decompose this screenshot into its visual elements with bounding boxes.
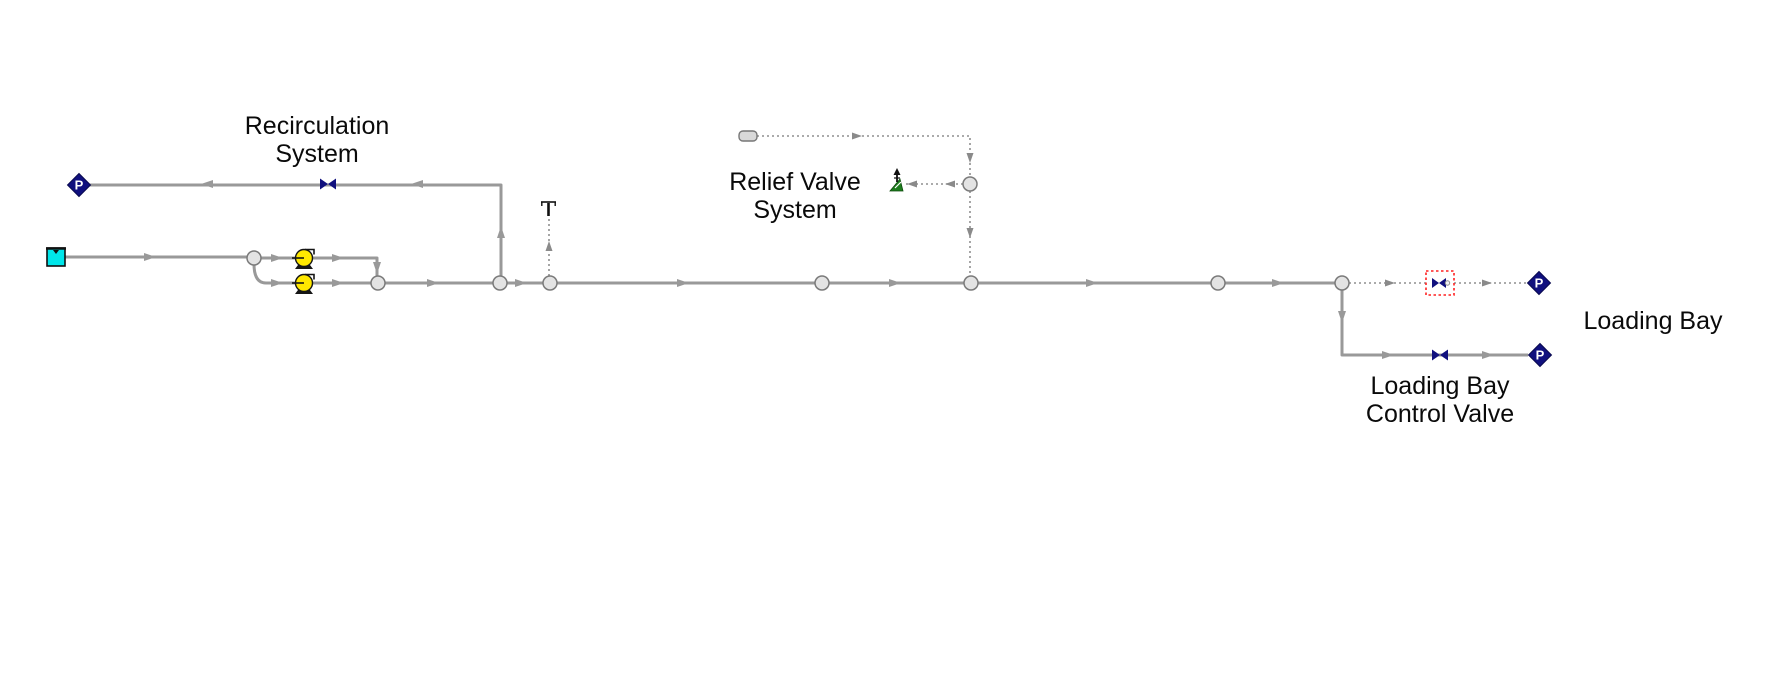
flow-arrow-icon xyxy=(677,279,689,287)
branch-junction[interactable] xyxy=(542,275,558,291)
branch-junction[interactable] xyxy=(246,250,262,266)
flow-arrow-icon xyxy=(332,279,344,287)
flow-arrow-icon xyxy=(427,279,439,287)
valve-icon[interactable] xyxy=(320,178,336,190)
pressure-junction-label: P xyxy=(75,178,84,193)
loading-bay-control-valve-label: Loading Bay Control Valve xyxy=(1366,372,1514,428)
branch-junction[interactable] xyxy=(962,176,978,192)
flow-arrow-icon xyxy=(1482,279,1492,287)
flow-arrow-icon xyxy=(271,279,283,287)
flow-arrow-icon xyxy=(144,253,156,261)
flow-arrow-icon xyxy=(945,180,955,188)
pump-icon[interactable] xyxy=(292,248,315,270)
pressure-junction-label: P xyxy=(1536,348,1545,363)
flow-arrow-icon xyxy=(852,132,862,140)
flow-arrow-icon xyxy=(515,279,527,287)
flow-arrow-icon xyxy=(907,180,917,188)
connection-dot xyxy=(1444,280,1451,286)
branch-junction[interactable] xyxy=(814,275,830,291)
recirculation-system-label-line1: Recirculation xyxy=(244,112,390,140)
pressure-junction-icon[interactable]: P xyxy=(1527,342,1553,368)
relief-valve-icon[interactable] xyxy=(889,168,904,192)
dotted-flow-arrows xyxy=(545,132,1492,287)
pipe-pump1-discharge[interactable] xyxy=(312,256,379,276)
flow-arrow-icon xyxy=(373,262,381,274)
relief-valve-system-label-line2: System xyxy=(753,196,837,224)
pipe-dead-end-to-relief-tee[interactable] xyxy=(757,135,971,177)
flow-arrow-icon xyxy=(1385,279,1395,287)
pressure-junction-label: P xyxy=(1535,276,1544,291)
flow-arrow-icon xyxy=(1482,351,1494,359)
flow-arrow-icon xyxy=(1086,279,1098,287)
closed-valve-icon[interactable] xyxy=(1425,270,1455,296)
pressure-junction-icon[interactable]: P xyxy=(1526,270,1552,296)
flow-arrow-icon xyxy=(889,279,901,287)
flow-arrow-icon xyxy=(497,226,505,238)
flow-arrow-icon xyxy=(545,241,553,251)
pump-icon[interactable] xyxy=(292,273,315,295)
branch-junction[interactable] xyxy=(370,275,386,291)
flow-arrows xyxy=(144,180,1494,359)
branch-junction[interactable] xyxy=(1334,275,1350,291)
flow-arrow-icon xyxy=(411,180,423,188)
loading-bay-control-valve-label-line2: Control Valve xyxy=(1365,400,1515,428)
pipe-recirculation-return[interactable] xyxy=(90,183,503,283)
relief-valve-system-label: Relief Valve System xyxy=(729,168,861,224)
dead-end-icon[interactable] xyxy=(738,130,758,142)
loading-bay-control-valve-label-line1: Loading Bay xyxy=(1370,372,1510,400)
relief-valve-system-label-line1: Relief Valve xyxy=(729,168,861,196)
flow-arrow-icon xyxy=(966,228,974,238)
branch-junction[interactable] xyxy=(1210,275,1226,291)
flow-arrow-icon xyxy=(201,180,213,188)
pressure-junction-icon[interactable]: P xyxy=(66,172,92,198)
flow-arrow-icon xyxy=(1338,311,1346,323)
flow-arrow-icon xyxy=(1382,351,1394,359)
branch-junction[interactable] xyxy=(492,275,508,291)
valve-icon[interactable] xyxy=(1432,349,1448,361)
recirculation-system-label: Recirculation System xyxy=(245,112,390,168)
flow-arrow-icon xyxy=(1272,279,1284,287)
loading-bay-label: Loading Bay xyxy=(1583,307,1722,335)
tank-icon[interactable] xyxy=(46,247,66,267)
flow-arrow-icon xyxy=(966,153,974,163)
pipe-loading-bay-branch[interactable] xyxy=(1340,290,1528,357)
t-symbol-icon[interactable] xyxy=(541,201,556,216)
recirculation-system-label-line2: System xyxy=(275,140,359,168)
loading-bay-label-text: Loading Bay xyxy=(1583,307,1723,335)
flow-arrow-icon xyxy=(271,254,283,262)
pipe-pump2-suction[interactable] xyxy=(252,263,296,285)
branch-junction[interactable] xyxy=(963,275,979,291)
flow-arrow-icon xyxy=(332,254,344,262)
